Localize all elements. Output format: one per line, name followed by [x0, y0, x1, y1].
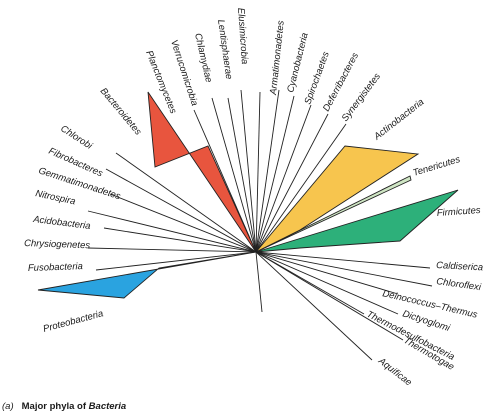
- bacteroidetes-clade: [147, 91, 257, 253]
- phylogenetic-tree: Bacteroidetes Planctomycetes Verrucomicr…: [24, 7, 483, 388]
- label-elusimicrobia: Elusimicrobia: [235, 7, 250, 64]
- label-fusobacteria: Fusobacteria: [28, 261, 83, 274]
- label-chrysiogenetes: Chrysiogenetes: [24, 238, 91, 251]
- tree-branches: [87, 89, 433, 361]
- caption-taxon: Bacteria: [88, 401, 127, 412]
- phylum-labels: Bacteroidetes Planctomycetes Verrucomicr…: [24, 7, 483, 388]
- label-chloroflexi: Chloroflexi: [436, 276, 483, 293]
- label-bacteroidetes: Bacteroidetes: [98, 86, 144, 138]
- label-cyanobacteria: Cyanobacteria: [285, 32, 310, 94]
- label-acidobacteria: Acidobacteria: [32, 214, 91, 232]
- label-chlamydiae: Chlamydiae: [192, 32, 214, 83]
- tenericutes-clade: [255, 175, 412, 253]
- label-firmicutes: Firmicutes: [436, 205, 481, 219]
- label-caldiserica: Caldiserica: [436, 260, 484, 273]
- label-lentisphaerae: Lentisphaerae: [215, 19, 234, 80]
- label-nitrospira: Nitrospira: [34, 188, 76, 207]
- figure-caption: (a) Major phyla of Bacteria: [2, 401, 126, 412]
- caption-prefix: (a): [2, 401, 14, 412]
- label-aquificae: Aquificae: [375, 355, 413, 388]
- label-armatimonadetes: Armatimonadetes: [268, 20, 287, 96]
- label-proteobacteria: Proteobacteria: [42, 308, 105, 335]
- proteobacteria-clade: [37, 251, 257, 299]
- label-tenericutes: Tenericutes: [412, 154, 462, 179]
- label-chlorobi: Chlorobi: [58, 123, 94, 152]
- label-planctomycetes: Planctomycetes: [143, 49, 178, 116]
- label-actinobacteria: Actinobacteria: [371, 97, 426, 143]
- caption-text: Major phyla of: [21, 401, 87, 412]
- firmicutes-clade: [255, 189, 459, 253]
